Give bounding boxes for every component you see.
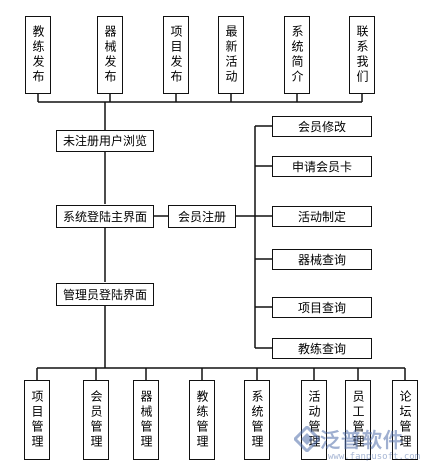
node-label: 联系我们 bbox=[355, 25, 369, 85]
node-label: 申请会员卡 bbox=[291, 159, 352, 174]
fanpu-logo-icon bbox=[294, 426, 320, 452]
node-equipment-release: 器械发布 bbox=[97, 16, 123, 94]
node-label: 系统登陆主界面 bbox=[62, 209, 147, 224]
node-label: 教练发布 bbox=[31, 25, 45, 85]
watermark-name: 泛普软件 bbox=[320, 428, 404, 452]
node-member-edit: 会员修改 bbox=[272, 116, 372, 137]
node-system-mgmt: 系统管理 bbox=[244, 380, 270, 460]
node-label: 活动管理 bbox=[307, 390, 321, 450]
node-forum-mgmt: 论坛管理 bbox=[392, 380, 418, 460]
node-guest-browse: 未注册用户浏览 bbox=[56, 130, 154, 152]
watermark-url: www.fanpusoft.com bbox=[328, 452, 421, 462]
node-member-register: 会员注册 bbox=[168, 205, 236, 228]
node-project-mgmt: 项目管理 bbox=[24, 380, 50, 460]
node-label: 员工管理 bbox=[351, 390, 365, 450]
node-member-mgmt: 会员管理 bbox=[83, 380, 109, 460]
node-contact-us: 联系我们 bbox=[349, 16, 375, 94]
node-staff-mgmt: 员工管理 bbox=[345, 380, 371, 460]
node-activity-plan: 活动制定 bbox=[272, 206, 372, 227]
node-system-intro: 系统简介 bbox=[284, 16, 310, 94]
node-activity-mgmt: 活动管理 bbox=[301, 380, 327, 460]
node-label: 系统简介 bbox=[290, 25, 304, 85]
node-label: 项目管理 bbox=[30, 390, 44, 450]
node-coach-release: 教练发布 bbox=[25, 16, 51, 94]
node-label: 会员管理 bbox=[89, 390, 103, 450]
node-equipment-mgmt: 器械管理 bbox=[133, 380, 159, 460]
node-label: 管理员登陆界面 bbox=[62, 287, 147, 302]
node-project-release: 项目发布 bbox=[163, 16, 189, 94]
node-label: 活动制定 bbox=[297, 209, 346, 224]
node-coach-mgmt: 教练管理 bbox=[189, 380, 215, 460]
node-label: 器械查询 bbox=[297, 252, 346, 267]
node-label: 会员修改 bbox=[297, 119, 346, 134]
node-label: 系统管理 bbox=[250, 390, 264, 450]
node-label: 项目发布 bbox=[169, 25, 183, 85]
node-latest-activity: 最新活动 bbox=[218, 16, 244, 94]
node-label: 未注册用户浏览 bbox=[62, 134, 147, 148]
node-label: 项目查询 bbox=[297, 300, 346, 315]
node-coach-query: 教练查询 bbox=[272, 338, 372, 359]
node-label: 器械管理 bbox=[139, 390, 153, 450]
node-system-login-main: 系统登陆主界面 bbox=[56, 205, 154, 228]
node-apply-card: 申请会员卡 bbox=[272, 156, 372, 177]
watermark-logo: 泛普软件 www.fanpusoft.com bbox=[292, 422, 426, 473]
node-admin-login: 管理员登陆界面 bbox=[56, 283, 154, 306]
node-label: 教练查询 bbox=[297, 341, 346, 356]
node-label: 论坛管理 bbox=[398, 390, 412, 450]
node-label: 教练管理 bbox=[195, 390, 209, 450]
node-label: 最新活动 bbox=[224, 25, 238, 85]
node-equipment-query: 器械查询 bbox=[272, 249, 372, 270]
node-label: 会员注册 bbox=[177, 209, 226, 224]
node-label: 器械发布 bbox=[103, 25, 117, 85]
node-project-query: 项目查询 bbox=[272, 297, 372, 318]
